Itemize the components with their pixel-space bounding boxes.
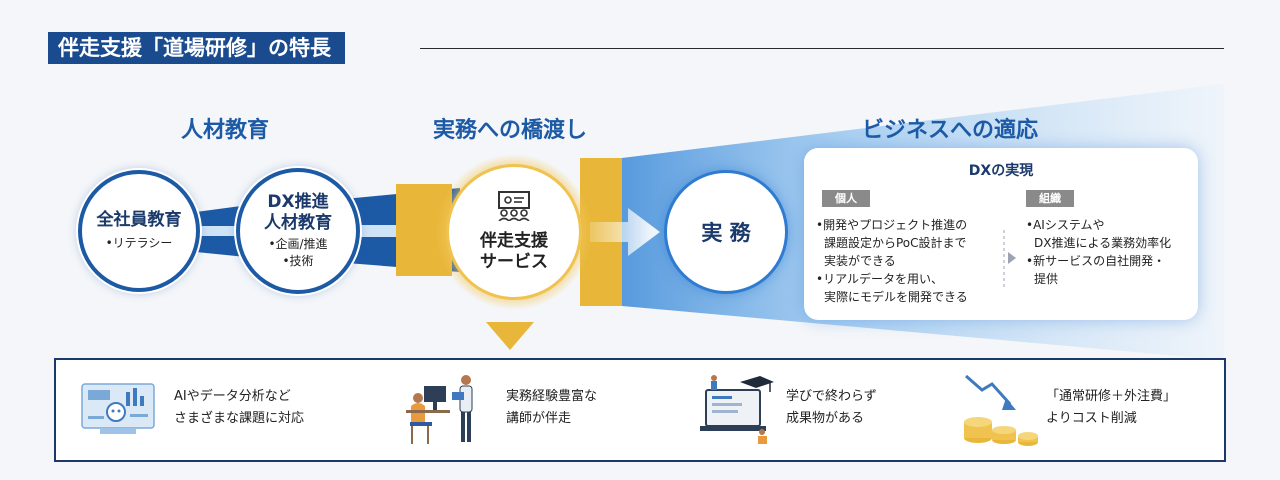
stage-business-label: ビジネスへの適応 — [861, 118, 1038, 143]
dx-sub1: •企画/推進 — [268, 237, 328, 251]
organization-tag: 組織 — [1026, 190, 1074, 207]
feature-2-line1: 実務経験豊富な — [506, 389, 598, 404]
individual-line: 実際にモデルを開発できる — [824, 290, 968, 304]
individual-list: •開発やプロジェクト推進の 課題設定からPoC設計まで 実装ができる •リアルデ… — [816, 216, 968, 306]
organization-line: 提供 — [1034, 272, 1059, 286]
feature-3-text: 学びで終わらず 成果物がある — [786, 386, 877, 430]
feature-1-line1: AIやデータ分析など — [174, 389, 291, 404]
organization-line: DX推進による業務効率化 — [1034, 236, 1172, 250]
feature-4-line1: 「通常研修＋外注費」 — [1046, 389, 1177, 404]
stage-education-label: 人材教育 — [180, 118, 269, 143]
dashed-arrow-divider — [1003, 230, 1016, 290]
connector-1-highlight — [196, 226, 256, 236]
feature-4-line2: よりコスト削減 — [1046, 411, 1137, 426]
cost-reduction-icon — [962, 372, 1042, 452]
organization-line: •AIシステムや — [1026, 218, 1105, 232]
all-staff-sub: •リテラシー — [105, 236, 173, 250]
individual-tag: 個人 — [822, 190, 870, 207]
feature-2-text: 実務経験豊富な 講師が伴走 — [506, 386, 597, 430]
dx-box-title: DXの実現 — [968, 163, 1034, 179]
dx-realization-box: DXの実現 個人 組織 •開発やプロジェクト推進の 課題設定からPoC設計まで … — [804, 148, 1198, 320]
individual-line: •開発やプロジェクト推進の — [816, 218, 968, 232]
dx-title-line1: DX推進 — [267, 192, 329, 212]
header-divider — [420, 48, 1224, 49]
feature-1-text: AIやデータ分析など さまざまな課題に対応 — [174, 386, 304, 430]
organization-line: •新サービスの自社開発・ — [1026, 254, 1166, 268]
circle-all-staff-education: 全社員教育 •リテラシー — [78, 170, 200, 292]
graduation-laptop-icon — [700, 374, 774, 450]
support-title-line1: 伴走支援 — [480, 231, 548, 251]
instructor-icon — [406, 372, 486, 450]
feature-4-text: 「通常研修＋外注費」 よりコスト削減 — [1046, 386, 1176, 430]
individual-line: •リアルデータを用い、 — [816, 272, 943, 286]
presentation-icon — [496, 191, 532, 225]
down-triangle — [486, 322, 534, 350]
individual-line: 実装ができる — [824, 254, 896, 268]
feature-1-line2: さまざまな課題に対応 — [174, 411, 305, 426]
practice-title: 実 務 — [701, 221, 751, 245]
feature-2-line2: 講師が伴走 — [506, 411, 572, 426]
individual-line: 課題設定からPoC設計まで — [824, 236, 967, 250]
features-panel: AIやデータ分析など さまざまな課題に対応 実務経験豊富な 講師が伴走 — [54, 358, 1226, 462]
ai-analytics-icon — [80, 378, 156, 442]
flow-arrow — [590, 208, 660, 256]
circle-support-service: 伴走支援 サービス — [446, 164, 582, 300]
all-staff-title: 全社員教育 — [96, 210, 182, 230]
page-title: 伴走支援「道場研修」の特長 — [48, 32, 345, 64]
organization-list: •AIシステムや DX推進による業務効率化 •新サービスの自社開発・ 提供 — [1026, 216, 1171, 288]
stage-bridge-label: 実務への橋渡し — [432, 118, 587, 143]
gold-band-left — [396, 184, 452, 276]
circle-dx-education: DX推進 人材教育 •企画/推進 •技術 — [236, 168, 360, 294]
circle-practice: 実 務 — [664, 170, 788, 294]
feature-3-line2: 成果物がある — [786, 411, 865, 426]
dx-sub2: •技術 — [282, 254, 314, 268]
dx-title-line2: 人材教育 — [264, 213, 332, 233]
feature-3-line1: 学びで終わらず — [786, 389, 877, 404]
support-title-line2: サービス — [480, 252, 548, 272]
